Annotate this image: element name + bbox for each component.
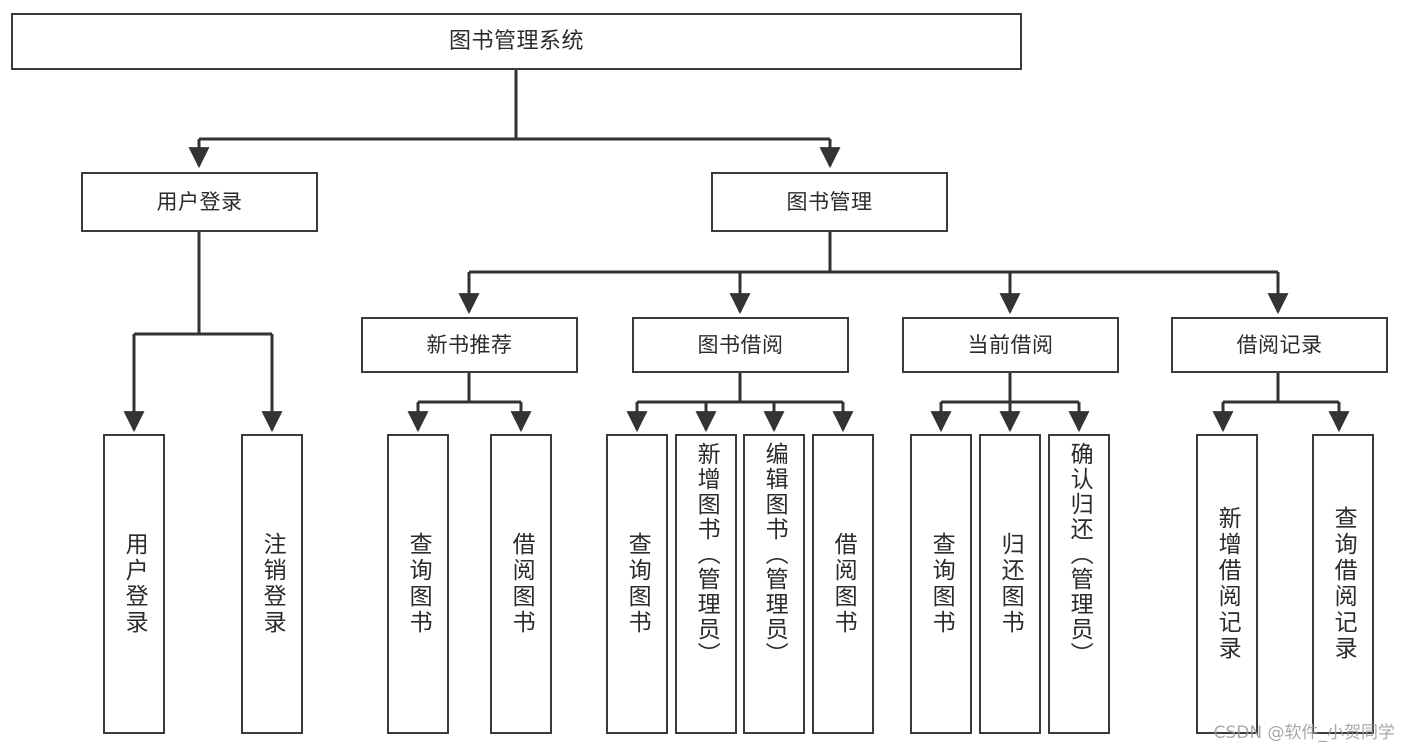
node-label: 新书推荐 bbox=[426, 332, 513, 357]
node-label: 新增借阅记录 bbox=[1214, 506, 1241, 662]
node-label: 用户登录 bbox=[156, 189, 243, 214]
node-leaf-confirm-return-admin[interactable]: 确认归还（管理员） bbox=[1048, 434, 1110, 734]
node-leaf-edit-book-admin[interactable]: 编辑图书（管理员） bbox=[743, 434, 805, 734]
node-label: 借阅图书 bbox=[508, 532, 535, 636]
node-leaf-query-book-recommend[interactable]: 查询图书 bbox=[387, 434, 449, 734]
node-label: 确认归还（管理员） bbox=[1066, 442, 1093, 667]
node-leaf-add-book-admin[interactable]: 新增图书（管理员） bbox=[675, 434, 737, 734]
watermark-text: CSDN @软件_小贺同学 bbox=[1213, 723, 1395, 743]
node-label: 借阅记录 bbox=[1236, 332, 1323, 357]
node-leaf-query-book-borrow[interactable]: 查询图书 bbox=[606, 434, 668, 734]
node-new-book-recommend[interactable]: 新书推荐 bbox=[361, 317, 578, 373]
node-book-management[interactable]: 图书管理 bbox=[711, 172, 948, 232]
node-label: 查询借阅记录 bbox=[1330, 506, 1357, 662]
node-leaf-return-book[interactable]: 归还图书 bbox=[979, 434, 1041, 734]
node-label: 新增图书（管理员） bbox=[693, 442, 720, 667]
node-leaf-borrow-book-recommend[interactable]: 借阅图书 bbox=[490, 434, 552, 734]
node-label: 编辑图书（管理员） bbox=[761, 442, 788, 667]
node-user-login[interactable]: 用户登录 bbox=[81, 172, 318, 232]
node-leaf-query-borrow-record[interactable]: 查询借阅记录 bbox=[1312, 434, 1374, 734]
node-leaf-add-borrow-record[interactable]: 新增借阅记录 bbox=[1196, 434, 1258, 734]
node-book-borrow[interactable]: 图书借阅 bbox=[632, 317, 849, 373]
node-label: 图书管理系统 bbox=[448, 28, 584, 54]
node-label: 用户登录 bbox=[121, 532, 148, 636]
node-label: 查询图书 bbox=[405, 532, 432, 636]
node-label: 图书管理 bbox=[786, 189, 873, 214]
node-leaf-user-login[interactable]: 用户登录 bbox=[103, 434, 165, 734]
node-label: 当前借阅 bbox=[967, 332, 1054, 357]
node-label: 注销登录 bbox=[259, 532, 286, 636]
node-label: 借阅图书 bbox=[830, 532, 857, 636]
node-leaf-logout-login[interactable]: 注销登录 bbox=[241, 434, 303, 734]
node-leaf-borrow-book[interactable]: 借阅图书 bbox=[812, 434, 874, 734]
node-label: 图书借阅 bbox=[697, 332, 784, 357]
node-leaf-query-book-current[interactable]: 查询图书 bbox=[910, 434, 972, 734]
node-label: 归还图书 bbox=[997, 532, 1024, 636]
node-borrow-record[interactable]: 借阅记录 bbox=[1171, 317, 1388, 373]
node-label: 查询图书 bbox=[928, 532, 955, 636]
node-current-borrow[interactable]: 当前借阅 bbox=[902, 317, 1119, 373]
node-root-book-management-system[interactable]: 图书管理系统 bbox=[11, 13, 1022, 70]
node-label: 查询图书 bbox=[624, 532, 651, 636]
